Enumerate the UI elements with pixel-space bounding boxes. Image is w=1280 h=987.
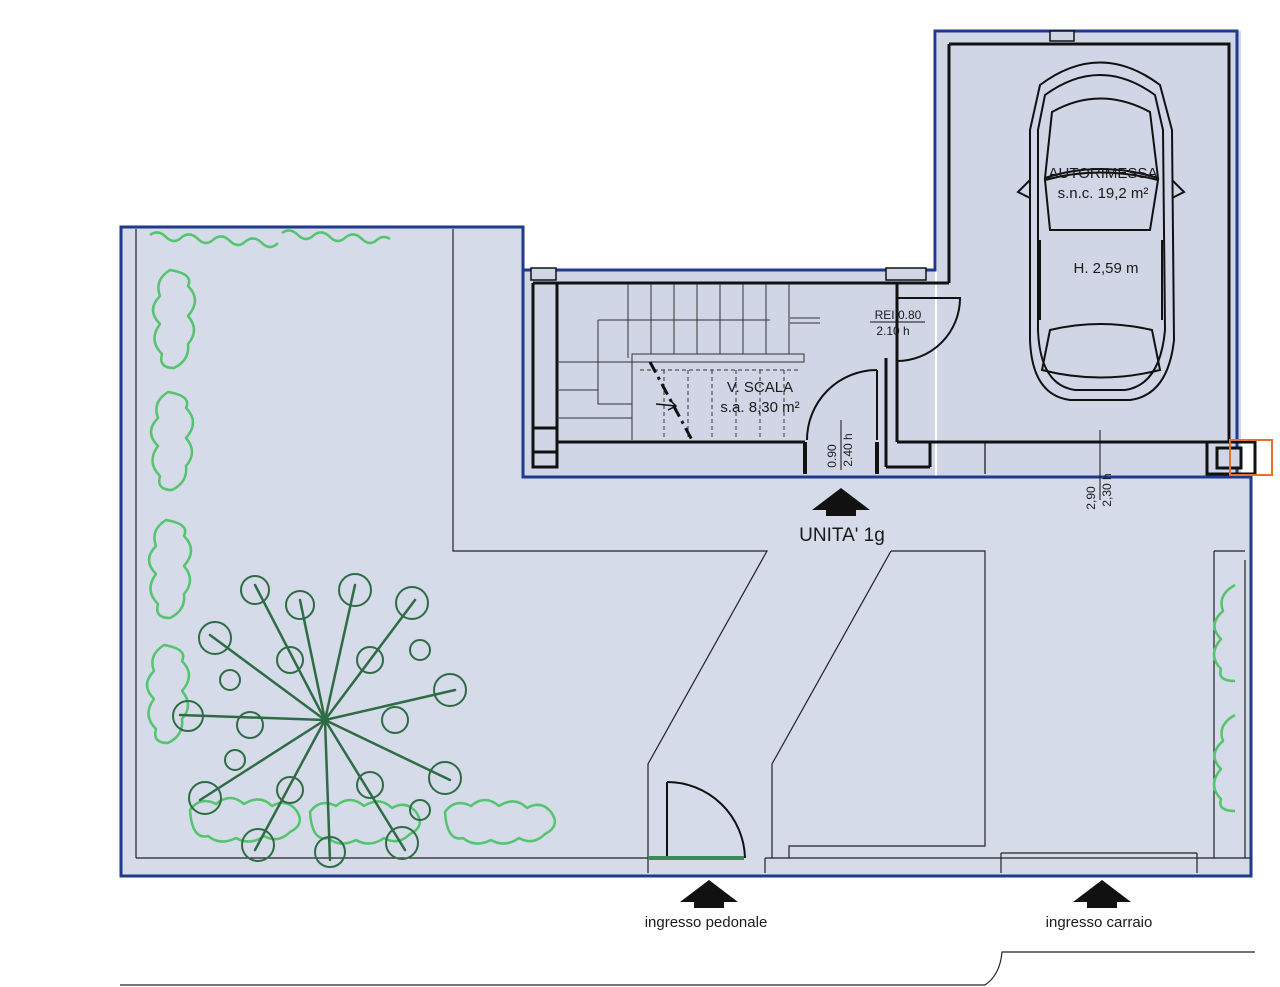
hedge-bottom-2 bbox=[308, 798, 422, 845]
garage-opening-width: 2,90 bbox=[1084, 486, 1098, 510]
staircase bbox=[557, 284, 820, 441]
garage-area: s.n.c. 19,2 m² bbox=[1058, 185, 1149, 202]
hedge-left-4 bbox=[145, 643, 191, 745]
labels: AUTORIMESSA s.n.c. 19,2 m² H. 2,59 m V. … bbox=[645, 165, 1158, 931]
hedge-bottom-3 bbox=[443, 798, 557, 845]
hedges bbox=[145, 229, 1236, 845]
unit-door-height: 2.40 h bbox=[841, 433, 855, 466]
fire-door-rating: REI 0.80 bbox=[875, 308, 922, 322]
hedge-right-2 bbox=[1212, 713, 1236, 813]
corner-column-orange bbox=[1229, 439, 1273, 476]
hedge-top-1 bbox=[149, 231, 279, 249]
unit-entrance-arrow bbox=[812, 488, 870, 516]
door-threshold bbox=[648, 856, 744, 860]
pedestrian-entrance-arrow bbox=[680, 880, 738, 908]
hedge-left-1 bbox=[151, 268, 197, 370]
stair-name: V. SCALA bbox=[727, 379, 793, 396]
floor-areas bbox=[121, 31, 1251, 876]
hedge-bottom-1 bbox=[188, 796, 302, 843]
car-outline bbox=[1016, 61, 1186, 401]
tree-foliage bbox=[172, 573, 467, 868]
tree bbox=[172, 573, 467, 868]
vehicular-entrance-label: ingresso carraio bbox=[1046, 914, 1153, 931]
unit-label: UNITA' 1g bbox=[799, 525, 885, 546]
garage-name: AUTORIMESSA bbox=[1049, 165, 1158, 182]
fire-door-height: 2.10 h bbox=[876, 324, 909, 338]
site-boundary bbox=[119, 29, 1253, 878]
pedestrian-entrance-label: ingresso pedonale bbox=[645, 914, 768, 931]
garage-height: H. 2,59 m bbox=[1073, 260, 1138, 277]
street-edge bbox=[120, 951, 1255, 986]
hedge-top-2 bbox=[281, 229, 391, 245]
door-swings bbox=[666, 297, 1101, 859]
tree-branches bbox=[178, 583, 457, 862]
hedge-left-3 bbox=[147, 518, 193, 620]
stair-area: s.a. 8,30 m² bbox=[720, 399, 799, 416]
garage-opening-height: 2,30 h bbox=[1100, 473, 1114, 506]
hedge-left-2 bbox=[149, 390, 195, 492]
garage-floor bbox=[937, 31, 1241, 477]
courtyard-lines bbox=[135, 229, 1251, 873]
vehicular-entrance-arrow bbox=[1073, 880, 1131, 908]
building-walls bbox=[530, 30, 1257, 476]
unit-door-width: 0.90 bbox=[825, 444, 839, 468]
stair-room-floor bbox=[523, 270, 935, 477]
entrance-arrows bbox=[680, 488, 1131, 908]
hedge-right-1 bbox=[1212, 583, 1236, 683]
